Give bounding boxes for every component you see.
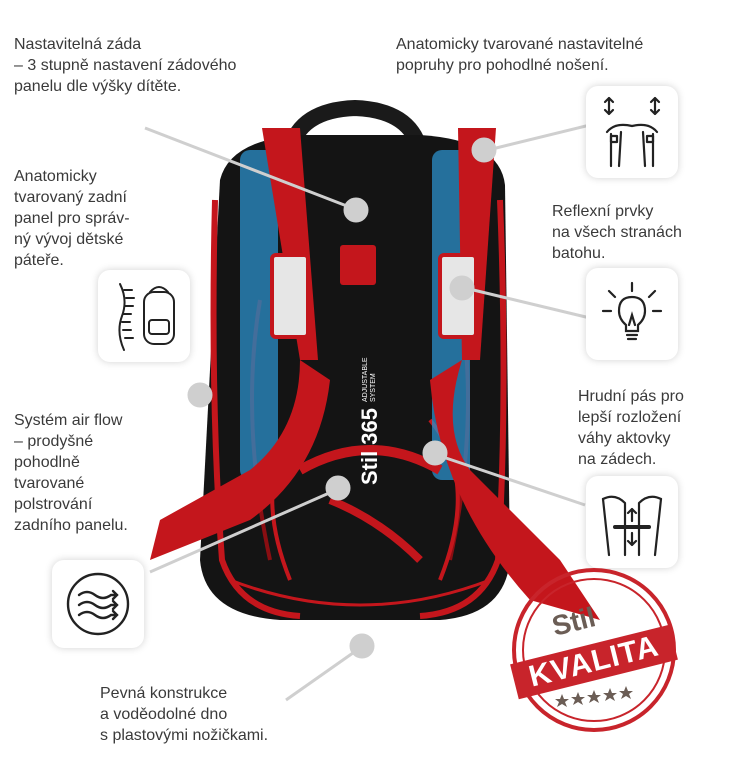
annotation-back-adjust: Nastavitelná záda – 3 stupně nastavení z… bbox=[14, 36, 237, 95]
stamp-stars bbox=[555, 686, 633, 707]
chest-strap-card bbox=[586, 476, 678, 568]
light-bulb-icon bbox=[601, 281, 663, 341]
annotation-straps: Anatomicky tvarované nastavitelné popruh… bbox=[396, 36, 644, 74]
air-flow-card bbox=[52, 560, 144, 648]
adjustable-straps-icon bbox=[603, 96, 661, 168]
spine-backpack-card bbox=[98, 270, 190, 362]
quality-stamp: Stil KVALITA bbox=[510, 566, 678, 734]
light-bulb-card bbox=[586, 268, 678, 360]
chest-strap-icon bbox=[601, 495, 663, 557]
annotation-chest-strap: Hrudní pás pro lepší rozložení váhy akto… bbox=[578, 388, 684, 468]
annotation-reflective: Reflexní prvky na všech stranách batohu. bbox=[552, 203, 682, 262]
adjustable-straps-card bbox=[586, 86, 678, 178]
spine-backpack-icon bbox=[118, 283, 175, 351]
annotation-back-panel: Anatomicky tvarovaný zadní panel pro spr… bbox=[14, 168, 130, 269]
annotation-airflow: Systém air flow – prodyšné pohodlně tvar… bbox=[14, 412, 128, 534]
annotation-bottom: Pevná konstrukce a voděodolné dno s plas… bbox=[100, 685, 269, 744]
air-flow-icon bbox=[66, 572, 130, 636]
